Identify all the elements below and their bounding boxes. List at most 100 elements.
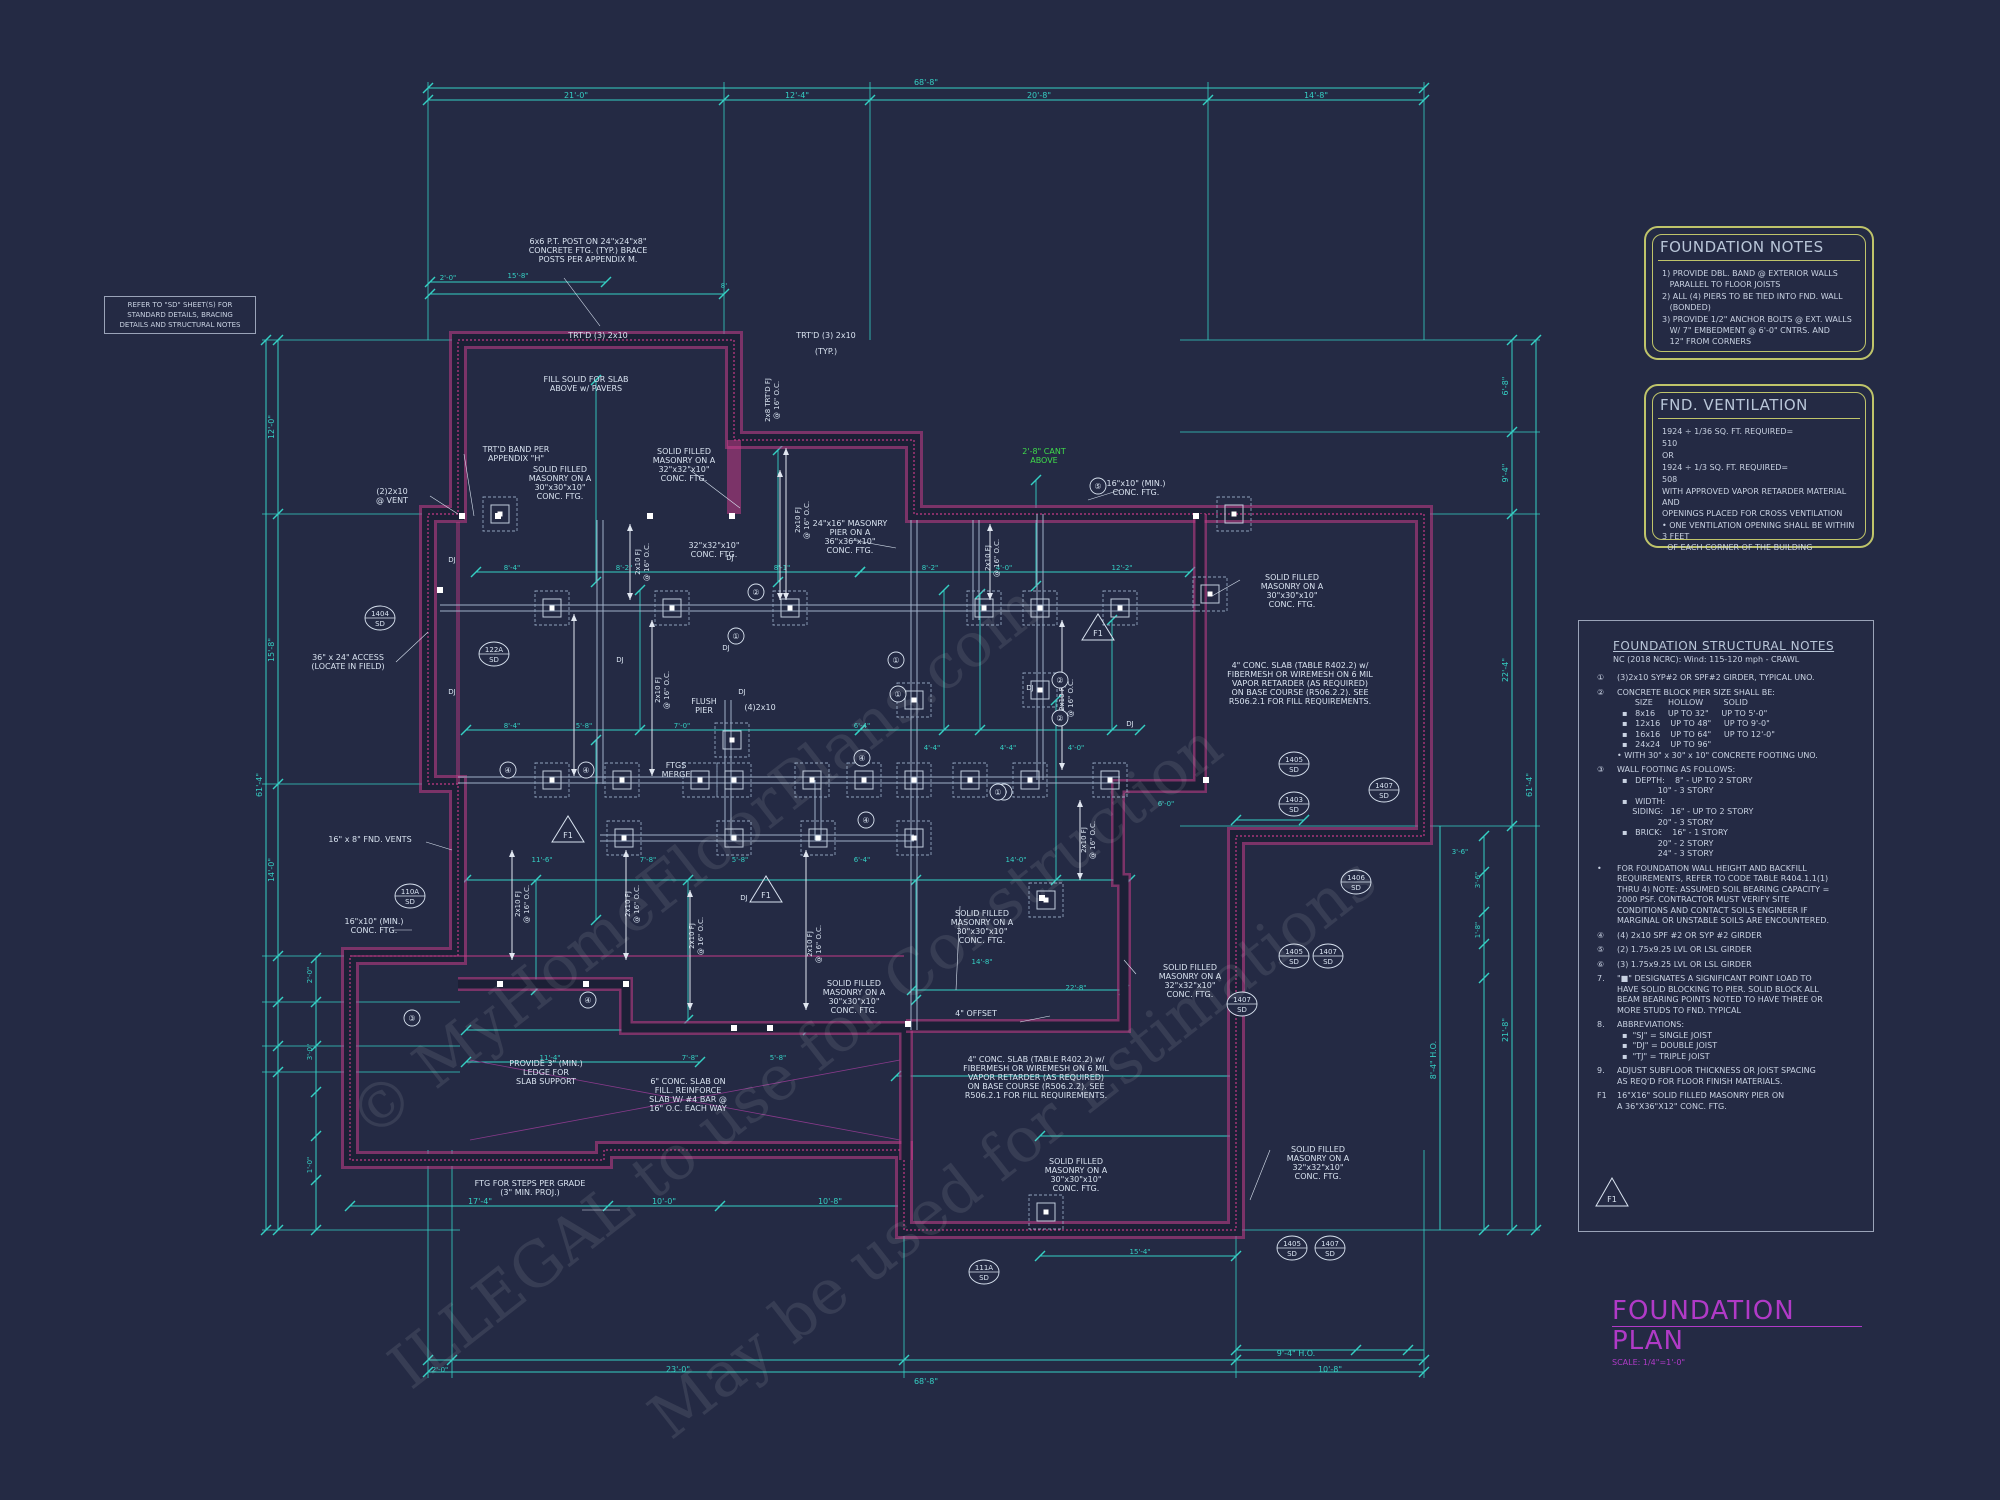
dj-label: DJ — [726, 554, 733, 562]
plan-scale: SCALE: 1/4"=1'-0" — [1612, 1358, 1686, 1367]
pier-footing — [952, 762, 988, 798]
dim-tick — [694, 1056, 706, 1068]
f1-label: F1 — [1093, 629, 1103, 638]
pier — [1224, 504, 1244, 524]
arrow-head — [623, 953, 629, 960]
pier-footing — [716, 762, 752, 798]
dim-tick — [1350, 1344, 1362, 1356]
dim-internal-label: 8'-2" — [922, 564, 939, 572]
point-load-marker — [619, 777, 625, 783]
dim-tick — [1034, 1130, 1046, 1142]
arrow-head — [803, 1003, 809, 1010]
dim-internal-label: 5'-8" — [576, 722, 593, 730]
pier-footing — [1022, 672, 1058, 708]
dim-tick — [1106, 724, 1118, 736]
dim-internal-label: 3'-6" — [1452, 848, 1469, 856]
pier — [904, 828, 924, 848]
dim-internal-label: 7'-0" — [674, 722, 691, 730]
leader-line — [563, 277, 601, 327]
pier — [1200, 584, 1220, 604]
dim-internal-label: 2'-0" — [440, 274, 457, 282]
point-load-marker — [1039, 895, 1045, 901]
leader-line — [1249, 1149, 1271, 1201]
pier — [1030, 598, 1050, 618]
joist-label: 2x10 FJ@ 16" O.C. — [806, 925, 823, 963]
fn-0: 1) PROVIDE DBL. BAND @ EXTERIOR WALLS PA… — [1662, 269, 1838, 289]
joist-label: 2x10 FJ@ 16" O.C. — [688, 917, 705, 955]
dim-tick — [590, 734, 602, 746]
point-load-marker — [1043, 897, 1049, 903]
f1-label: F1 — [761, 891, 771, 900]
dj-label: DJ — [448, 688, 455, 696]
dj-label: DJ — [1126, 720, 1133, 728]
plan-title: FOUNDATION PLAN — [1612, 1296, 1795, 1356]
point-load-marker — [549, 777, 555, 783]
girder-tag-label: ④ — [858, 754, 865, 763]
structural-note-5: ⑤(2) 1.75x9.25 LVL OR LSL GIRDER — [1597, 945, 1752, 954]
fnd-vents-label: 16" x 8" FND. VENTS — [328, 835, 411, 844]
girder-tag — [403, 1009, 421, 1027]
dim-bottom-seg: 10'-8" — [1318, 1365, 1342, 1374]
dim-tick — [1478, 830, 1490, 842]
dim-internal-label: 8'-4" — [504, 564, 521, 572]
f1-label: F1 — [563, 831, 573, 840]
pier — [490, 504, 510, 524]
dim-tick — [938, 584, 950, 596]
vent-0: 1924 ÷ 1/36 SQ. FT. REQUIRED= — [1662, 427, 1794, 436]
arrow-head — [623, 850, 629, 857]
pier — [802, 770, 822, 790]
point-load-marker — [647, 513, 653, 519]
dim-tick — [460, 1056, 472, 1068]
dim-tick — [424, 276, 436, 288]
joist-label: 2x10 FJ@ 16" O.C. — [634, 543, 651, 581]
dim-internal-label: 4'-4" — [1000, 744, 1017, 752]
dim-tick — [1478, 866, 1490, 878]
arrow-head — [687, 890, 693, 897]
leader-line — [463, 453, 475, 517]
f1-triangle — [551, 815, 585, 843]
dim-top-seg-label: 20'-8" — [1027, 91, 1051, 100]
dim-internal-label: 14'-0" — [1005, 856, 1026, 864]
foundation-wall-core — [344, 334, 1430, 1236]
steps-label: FTG FOR STEPS PER GRADE(3" MIN. PROJ.) — [475, 1179, 586, 1197]
dim-tick — [1030, 474, 1042, 486]
girder-tag — [989, 783, 1007, 801]
pier-footing — [800, 820, 836, 856]
foundation-notes-box: FOUNDATION NOTES 1) PROVIDE DBL. BAND @ … — [1644, 226, 1874, 360]
girder-tag-label: ② — [752, 588, 759, 597]
joist-label: 2x10 FJ@ 16" O.C. — [1080, 821, 1097, 859]
arrow-head — [783, 448, 789, 455]
dim-right-overall-label: 61'-4" — [1525, 773, 1534, 797]
dim-tick — [682, 874, 694, 886]
dim-top-seg-label: 14'-8" — [1304, 91, 1328, 100]
access-label: 36" x 24" ACCESS(LOCATE IN FIELD) — [311, 653, 384, 671]
point-load-marker — [731, 1025, 737, 1031]
arrow-head — [1077, 800, 1083, 807]
pier-footing — [534, 762, 570, 798]
dim-tick — [1478, 972, 1490, 984]
pier-footing — [1216, 496, 1252, 532]
dim-bottom-seg: 23'-0" — [666, 1365, 690, 1374]
dim-tick — [1034, 1250, 1046, 1262]
pier-footing — [716, 820, 752, 856]
dim-tick — [602, 1200, 614, 1212]
interior-footing-core — [906, 514, 1205, 1031]
fn-2: 3) PROVIDE 1/2" ANCHOR BOLTS @ EXT. WALL… — [1662, 315, 1852, 346]
point-load-marker — [1231, 511, 1237, 517]
joist-label: 2x10 FJ@ 16" O.C. — [984, 539, 1001, 577]
structural-note-3: •FOR FOUNDATION WALL HEIGHT AND BACKFILL… — [1597, 863, 1830, 926]
foundation-notes-title: FOUNDATION NOTES — [1660, 238, 1824, 256]
girder-tag-label: ① — [892, 656, 899, 665]
dim-internal-label: 6'-0" — [1158, 800, 1175, 808]
point-load-marker — [1107, 777, 1113, 783]
pier — [1020, 770, 1040, 790]
dim-tick — [718, 288, 730, 300]
dim-tick — [854, 724, 866, 736]
dj-label: DJ — [1026, 684, 1033, 692]
